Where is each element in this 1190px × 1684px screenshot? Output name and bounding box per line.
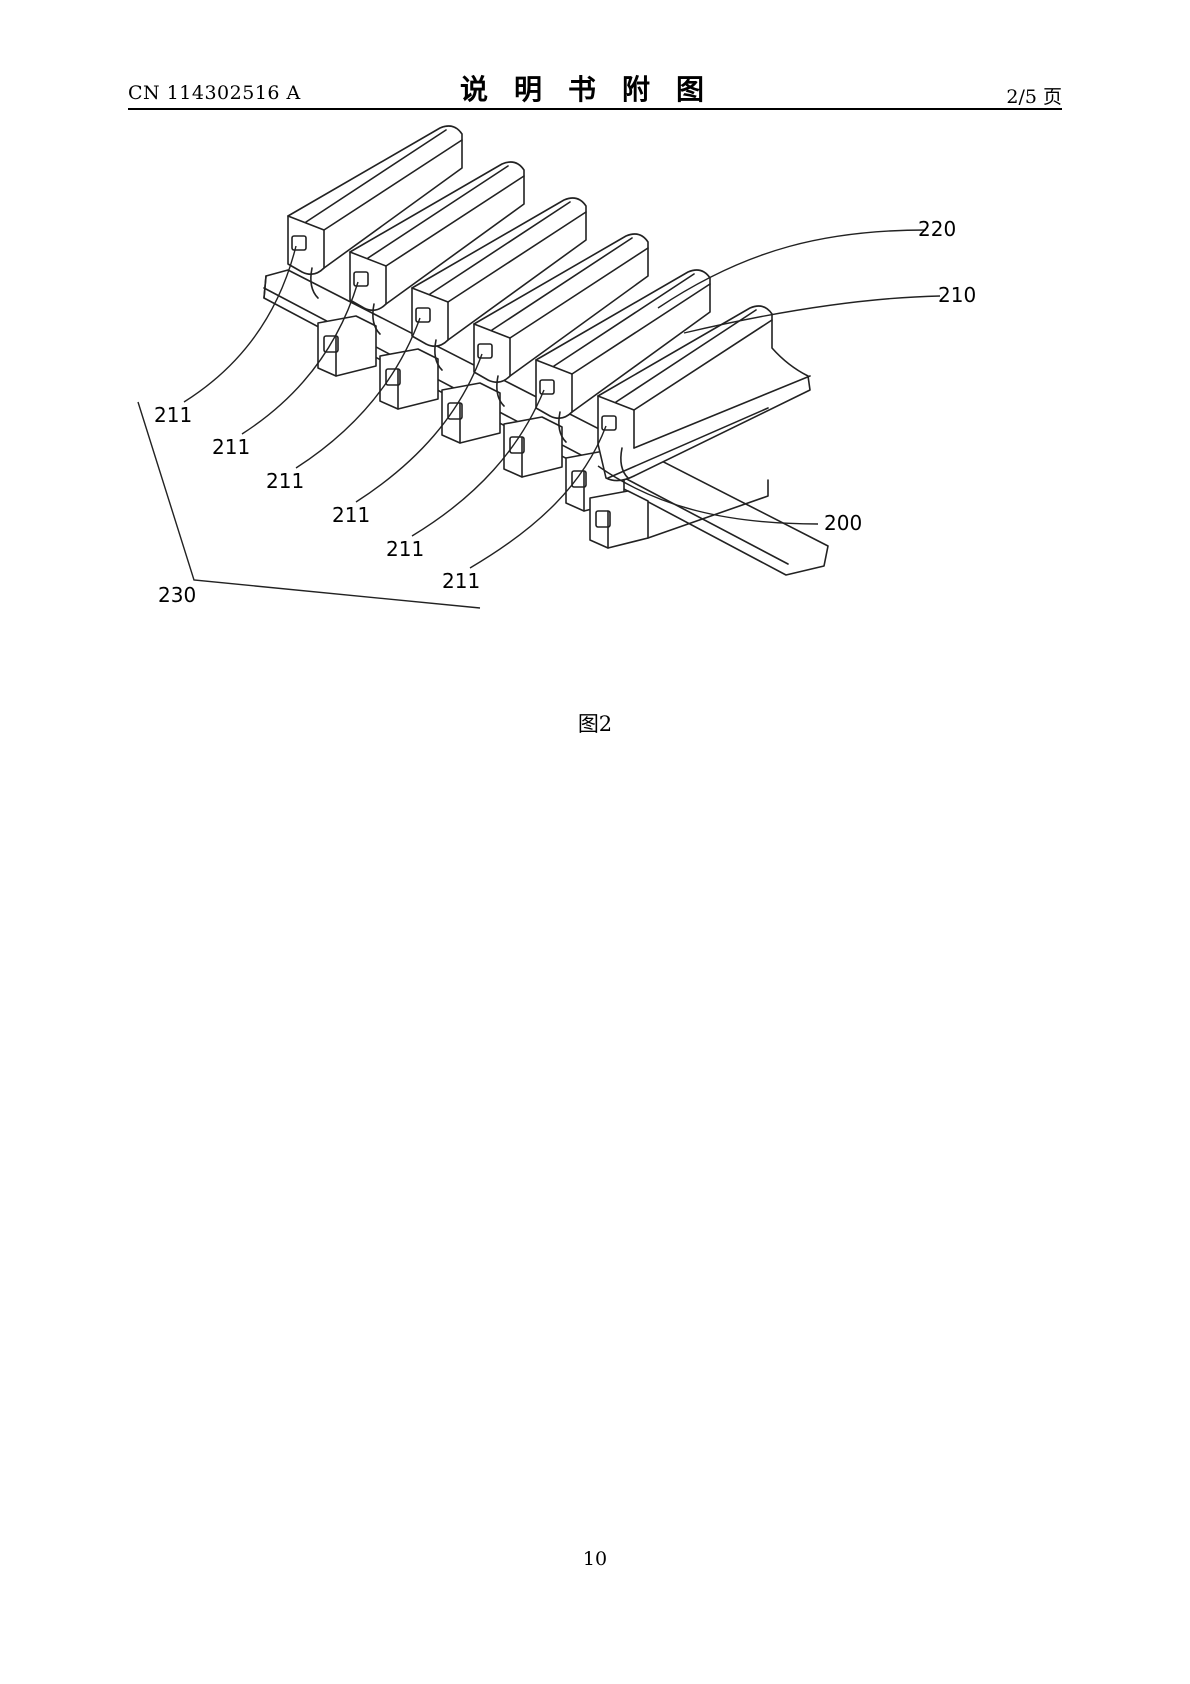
label-211-a: 211 (154, 403, 192, 427)
upright-bar-2 (349, 161, 525, 335)
patent-drawing: 220 210 200 230 211 211 211 211 211 211 (137, 125, 976, 609)
upright-bar-4 (473, 233, 649, 407)
upright-bar-5 (535, 269, 711, 443)
label-211-f: 211 (442, 569, 480, 593)
label-211-e: 211 (386, 537, 424, 561)
header-rule (128, 108, 1062, 110)
page-of-total: 2/5 页 (1006, 86, 1062, 108)
label-230: 230 (158, 583, 196, 607)
upright-bar-3 (411, 197, 587, 371)
publication-number: CN 114302516 A (128, 82, 301, 104)
label-200: 200 (824, 511, 862, 535)
leader-lines (137, 229, 941, 609)
label-211-c: 211 (266, 469, 304, 493)
label-220: 220 (918, 217, 956, 241)
upright-bar-1 (287, 125, 463, 299)
page-title: 说明书附图 (459, 73, 730, 106)
label-211-d: 211 (332, 503, 370, 527)
figure-caption: 图2 (577, 712, 613, 736)
label-210: 210 (938, 283, 976, 307)
label-211-b: 211 (212, 435, 250, 459)
page-number: 10 (582, 1548, 608, 1570)
upright-bar-6 (589, 305, 811, 549)
